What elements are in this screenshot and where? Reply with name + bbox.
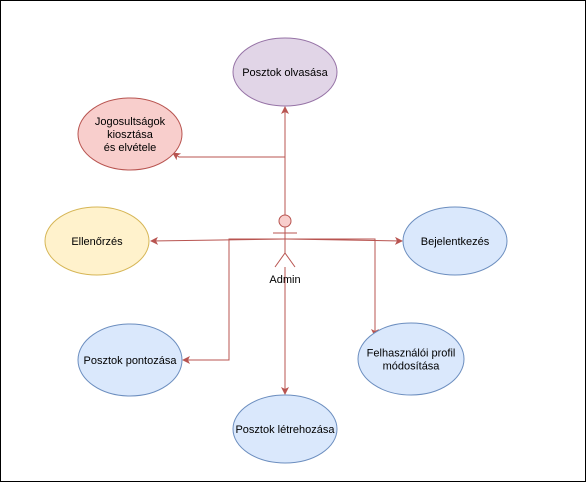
actor-head [278, 214, 292, 228]
use-case-ellipse [402, 206, 508, 276]
use-case-ellipse [77, 97, 183, 171]
edge-to-posztok-pontozasa [182, 238, 285, 364]
use-case-label: módosítása [383, 361, 441, 373]
edge-to-jogosultsagok [172, 152, 286, 215]
use-case-ellenorzes[interactable]: Ellenőrzés [44, 206, 150, 276]
use-case-ellipse [232, 394, 338, 464]
use-case-posztok-olvasasa[interactable]: Posztok olvasása [232, 37, 338, 107]
use-case-bejelentkezes[interactable]: Bejelentkezés [402, 206, 508, 276]
use-case-label: kiosztása [107, 129, 154, 141]
use-case-label: Ellenőrzés [71, 236, 123, 248]
use-case-ellipse [232, 37, 338, 107]
actor-leg-left [274, 252, 286, 268]
use-case-ellipse [357, 322, 465, 396]
use-case-label: Felhasználói profil [367, 348, 456, 360]
use-case-posztok-letrehozasa[interactable]: Posztok létrehozása [232, 394, 338, 464]
use-case-label: Posztok olvasása [242, 67, 328, 79]
actor-label: Admin [269, 274, 300, 286]
use-case-posztok-pontozasa[interactable]: Posztok pontozása [77, 323, 183, 397]
use-case-ellipse [44, 206, 150, 276]
edge-to-felhasznaloi-profil [285, 238, 379, 337]
use-case-label: Posztok létrehozása [235, 424, 335, 436]
use-cases: Posztok olvasásaJogosultságokkiosztásaés… [44, 37, 508, 464]
use-case-label: és elvétele [104, 142, 157, 154]
use-case-ellipse [77, 323, 183, 397]
use-case-label: Jogosultságok [95, 116, 166, 128]
actor-leg-right [284, 252, 296, 268]
use-case-label: Posztok pontozása [84, 355, 178, 367]
connectors [150, 106, 403, 395]
actor-admin[interactable]: Admin [269, 214, 301, 286]
use-case-label: Bejelentkezés [421, 236, 490, 248]
